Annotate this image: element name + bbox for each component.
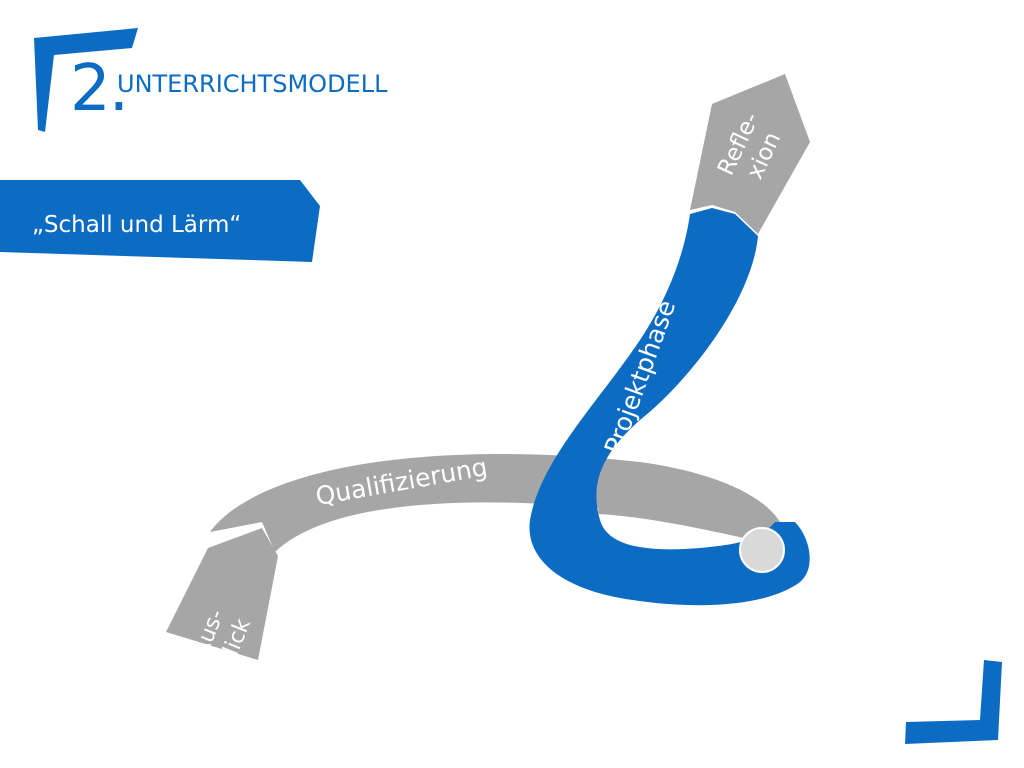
- stage-qualifizierung-tail: [598, 472, 772, 540]
- page-title: UNTERRICHTSMODELL: [117, 70, 388, 98]
- topic-banner-text: „Schall und Lärm“: [32, 212, 242, 238]
- corner-bracket-bottom-right: [905, 660, 1002, 744]
- stage-ausblick-arrow: [166, 528, 278, 660]
- corner-bracket-top-left: [34, 28, 138, 132]
- section-number: 2.: [70, 52, 129, 126]
- stage-reflexion-arrow: [690, 74, 810, 234]
- topic-banner: [0, 180, 320, 262]
- stage-projektphase-band: [529, 208, 810, 606]
- knob-circle: [739, 527, 785, 573]
